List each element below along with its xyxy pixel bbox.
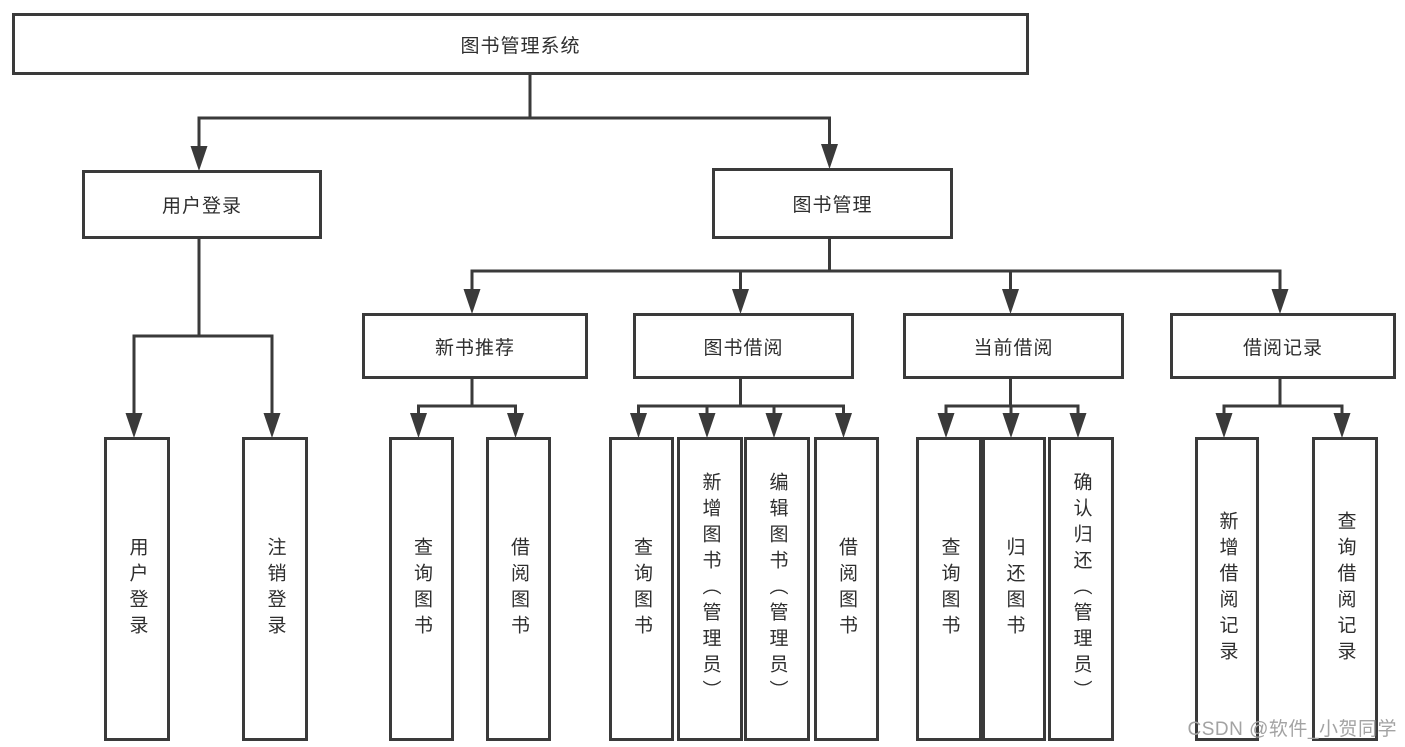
csdn-watermark: CSDN @软件_小贺同学: [1187, 719, 1397, 740]
node-current-borrow: 当前借阅: [903, 313, 1124, 379]
node-rec2-query: 查询借阅记录: [1312, 437, 1378, 741]
node-cur-confirm: 确认归还（管理员）: [1048, 437, 1114, 741]
node-borrow-records: 借阅记录: [1170, 313, 1396, 379]
node-cur-query: 查询图书: [916, 437, 982, 741]
node-new-book-rec: 新书推荐: [362, 313, 588, 379]
node-bor-borrow: 借阅图书: [814, 437, 879, 741]
node-login: 用户登录: [104, 437, 170, 741]
node-book-borrow: 图书借阅: [633, 313, 854, 379]
node-logout: 注销登录: [242, 437, 308, 741]
node-cur-return: 归还图书: [982, 437, 1046, 741]
node-rec2-add: 新增借阅记录: [1195, 437, 1259, 741]
node-rec-query: 查询图书: [389, 437, 454, 741]
node-bor-query: 查询图书: [609, 437, 674, 741]
node-book-mgmt: 图书管理: [712, 168, 953, 239]
node-bor-edit: 编辑图书（管理员）: [744, 437, 810, 741]
node-root: 图书管理系统: [12, 13, 1029, 75]
node-user-login: 用户登录: [82, 170, 322, 239]
node-rec-borrow: 借阅图书: [486, 437, 551, 741]
node-bor-add: 新增图书（管理员）: [677, 437, 743, 741]
